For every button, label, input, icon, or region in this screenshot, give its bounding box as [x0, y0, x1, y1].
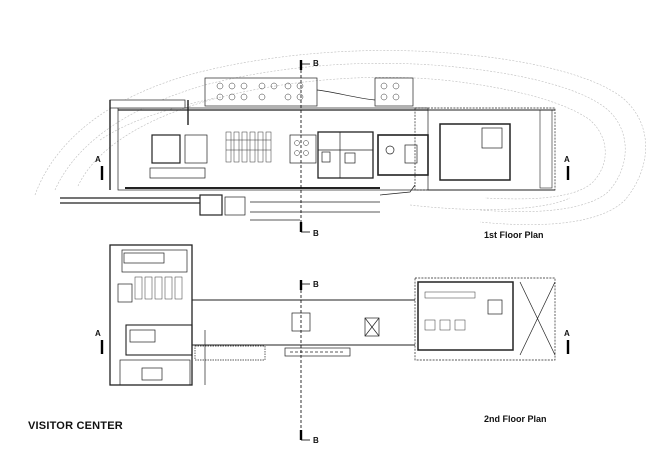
section-label-a-left-2: A: [95, 329, 101, 338]
section-label-a-left-1: A: [95, 155, 101, 164]
section-label-a-right-2: A: [564, 329, 570, 338]
auditorium-seats: [225, 131, 272, 163]
second-floor-caption: 2nd Floor Plan: [484, 414, 547, 424]
section-label-a-right-1: A: [564, 155, 570, 164]
first-floor-plan: [60, 77, 556, 221]
drawing-title: VISITOR CENTER: [28, 420, 123, 432]
second-floor-plan: [109, 244, 556, 386]
section-label-b-top-2: B: [313, 280, 319, 289]
first-floor-caption: 1st Floor Plan: [484, 230, 544, 240]
section-markers-second: [100, 280, 570, 440]
section-label-b-bottom-2: B: [313, 436, 319, 445]
terrace-tables: [216, 82, 400, 101]
section-label-b-bottom-1: B: [313, 229, 319, 238]
section-label-b-top-1: B: [313, 59, 319, 68]
section-markers-first: [100, 60, 570, 232]
